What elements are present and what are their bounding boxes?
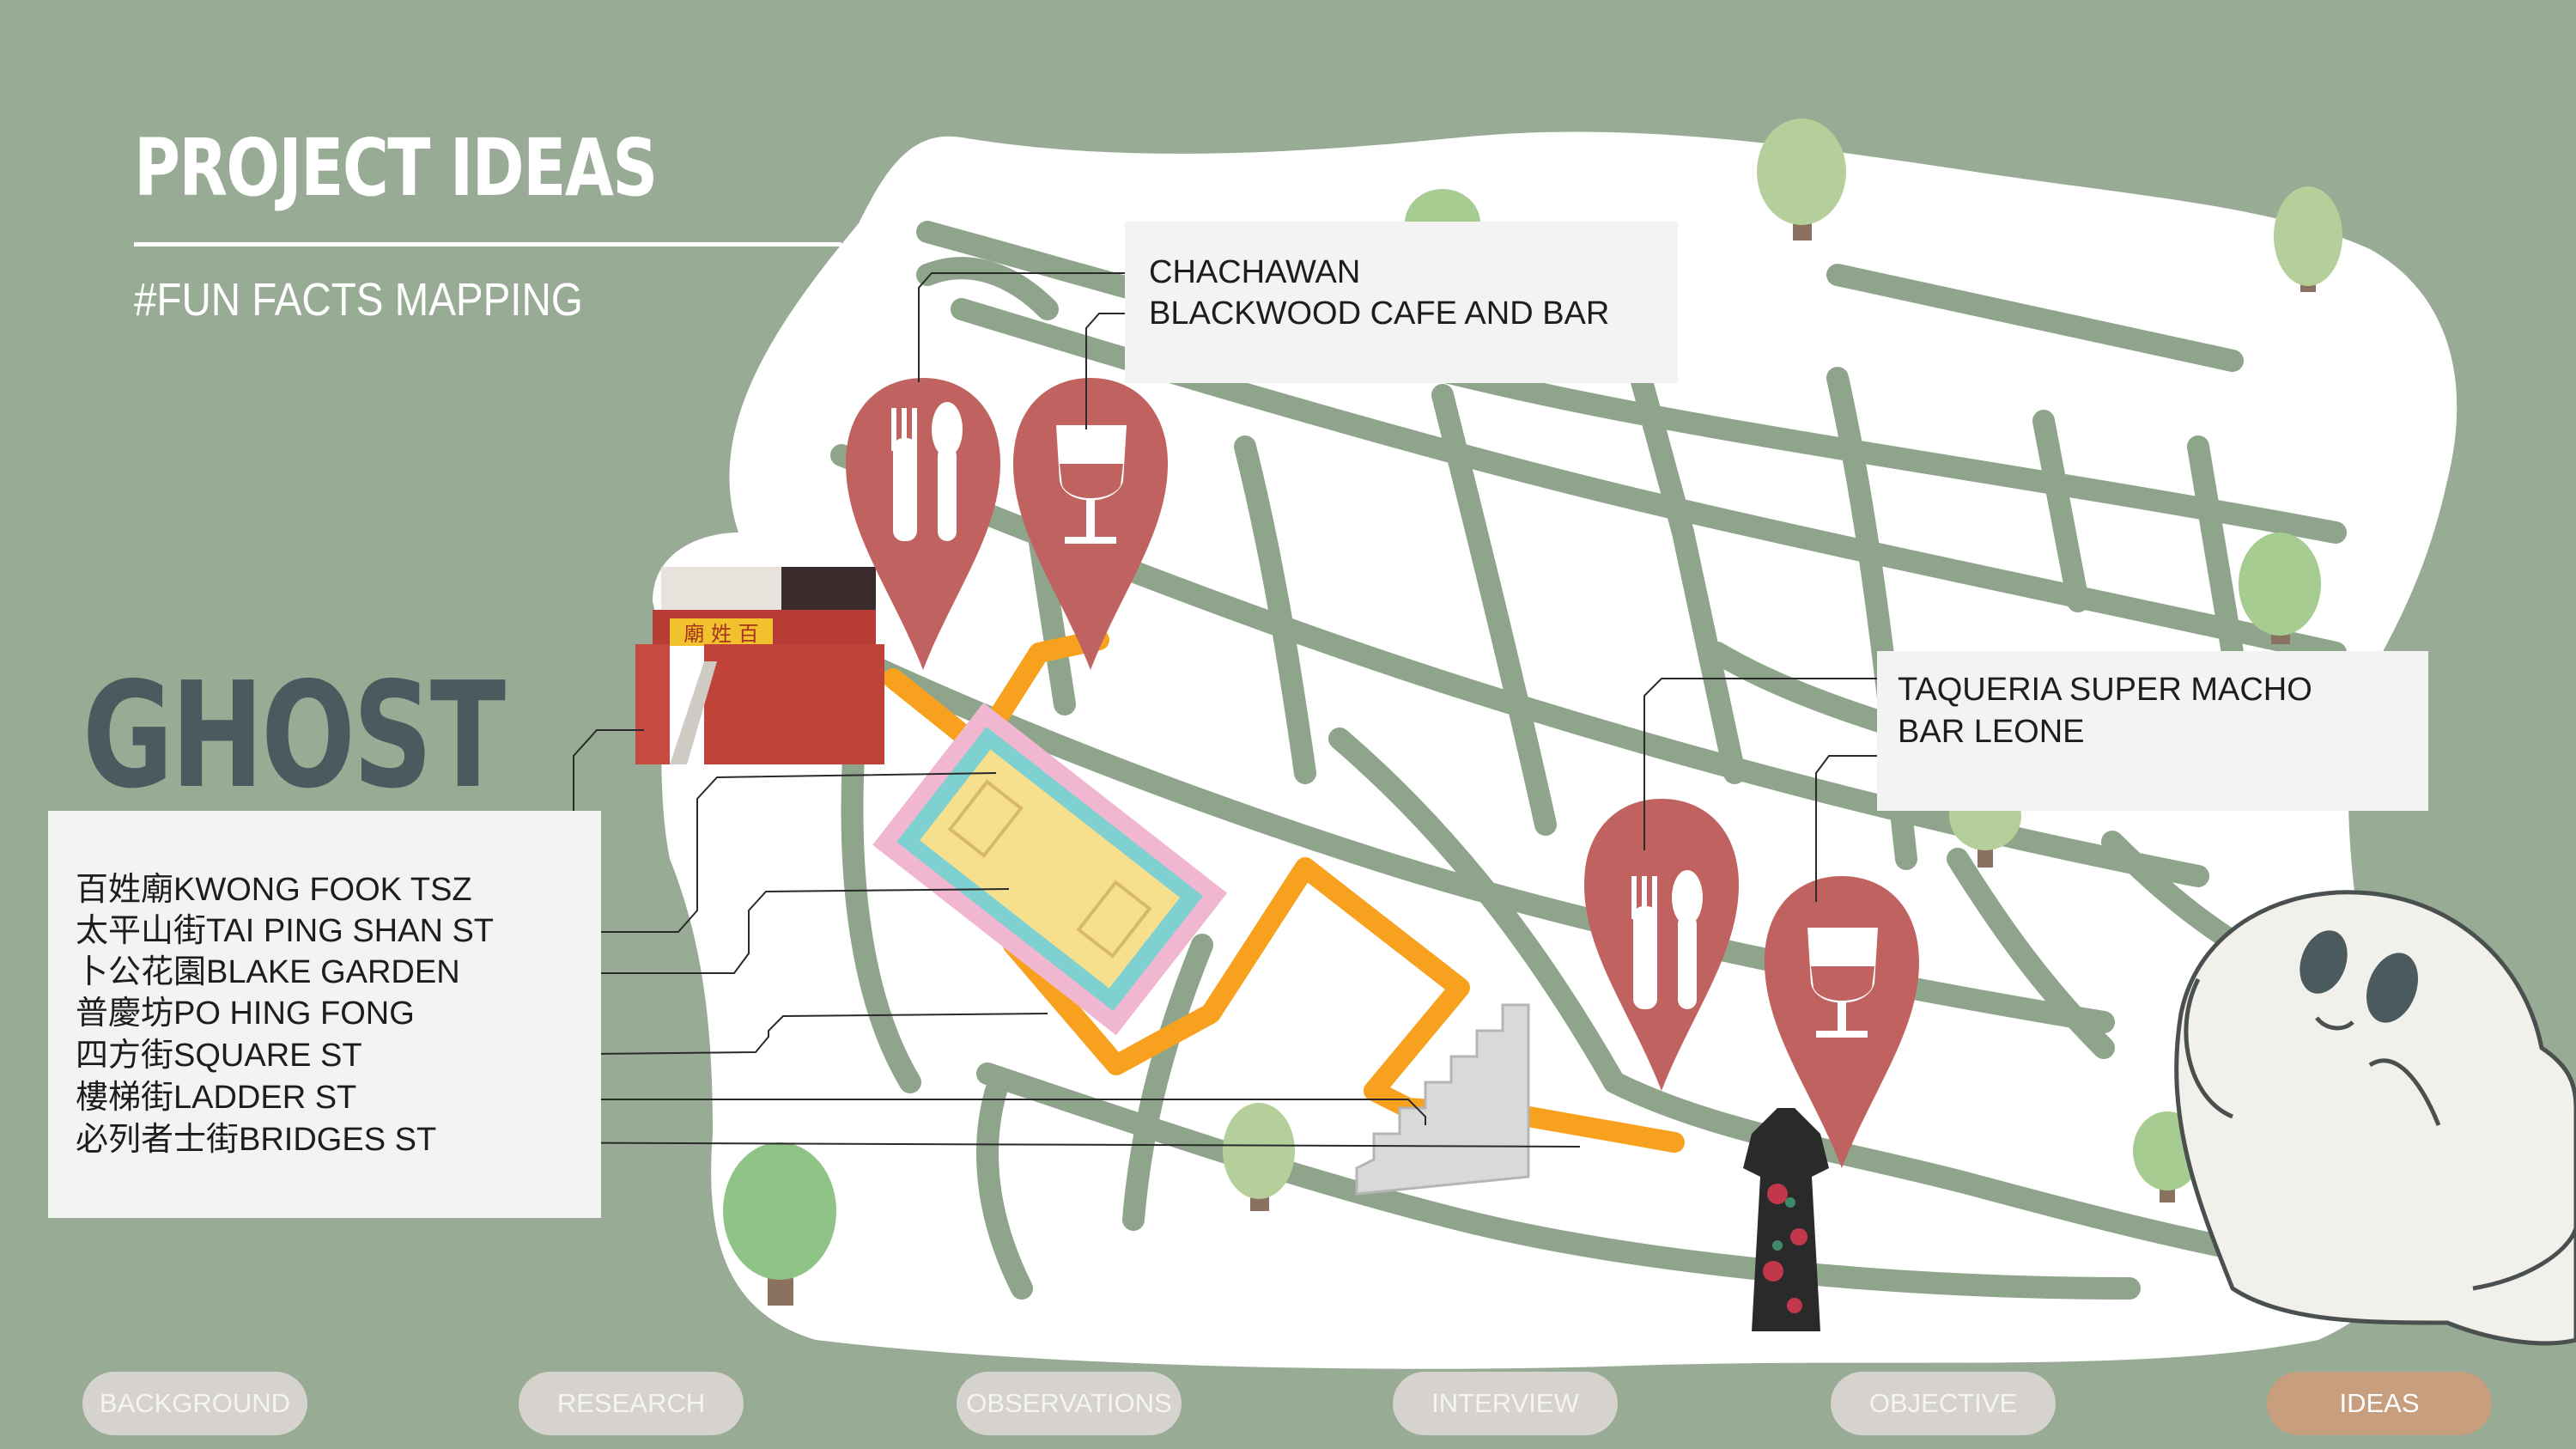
- pin-blackwood[interactable]: [1013, 378, 1168, 670]
- nav-ideas[interactable]: IDEAS: [2267, 1372, 2492, 1435]
- callout-item: BLACKWOOD CAFE AND BAR: [1149, 295, 1610, 332]
- callout-item: CHACHAWAN: [1149, 254, 1361, 290]
- wine-glass-icon: [1807, 928, 1878, 1038]
- nav-research[interactable]: RESEARCH: [519, 1372, 744, 1435]
- tree-icon: [1757, 119, 1846, 240]
- fork-spoon-icon: [891, 402, 963, 541]
- ghost-location-item: 卜公花園BLAKE GARDEN: [76, 954, 460, 990]
- page-subtitle: #FUN FACTS MAPPING: [134, 274, 583, 326]
- ghost-location-item: 百姓廟KWONG FOOK TSZ: [76, 872, 472, 908]
- nav-observations[interactable]: OBSERVATIONS: [957, 1372, 1182, 1435]
- callout-box-right: [1877, 651, 2428, 811]
- qipao-dress-illustration: [1743, 1108, 1829, 1331]
- tree-icon: [1223, 1103, 1295, 1211]
- nav-interview[interactable]: INTERVIEW: [1393, 1372, 1618, 1435]
- pin-chachawan[interactable]: [846, 378, 1000, 670]
- tree-icon: [2274, 186, 2342, 292]
- ghost-locations-box: [48, 811, 601, 1218]
- tree-icon: [2239, 533, 2321, 644]
- callout-item: BAR LEONE: [1898, 714, 2085, 750]
- nav-background[interactable]: BACKGROUND: [82, 1372, 307, 1435]
- fork-spoon-icon: [1631, 870, 1703, 1009]
- ghost-location-item: 普慶坊PO HING FONG: [76, 995, 415, 1032]
- nav-objective[interactable]: OBJECTIVE: [1831, 1372, 2056, 1435]
- ghost-location-item: 必列者士街BRIDGES ST: [76, 1122, 437, 1158]
- ghost-location-item: 太平山街TAI PING SHAN ST: [76, 913, 495, 949]
- leader-lines: [348, 272, 1880, 1148]
- ghost-location-item: 四方街SQUARE ST: [76, 1038, 362, 1074]
- temple-illustration: 廟 姓 百: [635, 567, 884, 764]
- ghost-location-item: 樓梯街LADDER ST: [76, 1080, 357, 1116]
- section-title: GHOST: [82, 651, 506, 821]
- callout-item: TAQUERIA SUPER MACHO: [1898, 672, 2312, 708]
- blake-garden-court: [872, 703, 1228, 1036]
- ghost-character: [2174, 890, 2576, 1346]
- page-title: PROJECT IDEAS: [134, 122, 658, 214]
- temple-sign: 廟 姓 百: [683, 622, 758, 646]
- title-divider: [134, 242, 841, 247]
- tree-icon: [723, 1142, 836, 1306]
- pin-taqueria[interactable]: [1584, 799, 1739, 1091]
- callout-box-top: [1125, 222, 1678, 383]
- wine-glass-icon: [1056, 425, 1127, 544]
- pin-bar-leone[interactable]: [1765, 876, 1919, 1168]
